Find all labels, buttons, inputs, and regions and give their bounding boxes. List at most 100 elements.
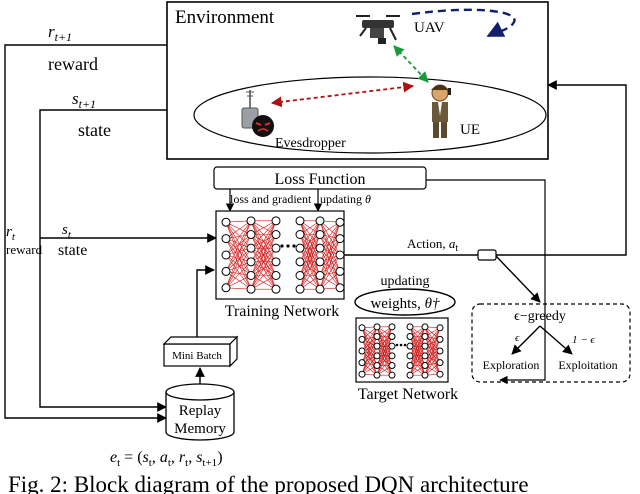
- network-node: [388, 342, 396, 350]
- replay-memory-cylinder: Replay Memory: [165, 383, 235, 441]
- network-edge: [424, 327, 441, 347]
- network-node: [295, 284, 305, 294]
- state-top-label: state: [78, 120, 111, 140]
- updating-label: updating: [381, 274, 430, 289]
- network-edge: [225, 220, 252, 239]
- network-edge: [250, 220, 277, 290]
- experience-tuple: et = (st, at, rt, st+1): [110, 449, 223, 469]
- network-node: [295, 216, 305, 226]
- environment-box: Environment UAV Evesdropper: [166, 1, 549, 160]
- network-edge: [225, 234, 252, 288]
- mini-batch-to-training-path: [196, 265, 215, 337]
- network-edge: [299, 220, 321, 249]
- uav-trajectory-arrow: [411, 8, 516, 38]
- network-edge: [319, 222, 341, 249]
- network-edge: [250, 220, 277, 276]
- network-edge: [424, 350, 441, 376]
- reward-next-path: [4, 44, 167, 423]
- exploitation-arrow: [539, 325, 573, 355]
- network-edge: [361, 345, 378, 363]
- uav-icon: [356, 15, 400, 44]
- weights-ellipse: [354, 288, 456, 316]
- network-edge: [424, 336, 441, 363]
- reward-top-label: reward: [48, 54, 98, 74]
- uav-label: UAV: [414, 20, 445, 36]
- network-edge: [250, 220, 277, 249]
- network-edge: [319, 254, 341, 290]
- network-edge: [376, 355, 393, 376]
- ue-label: UE: [460, 122, 480, 138]
- r-next-symbol: rt+1: [48, 22, 72, 44]
- figure-caption: Fig. 2: Block diagram of the proposed DQ…: [8, 472, 529, 494]
- network-node: [406, 323, 414, 331]
- s-next-symbol: st+1: [72, 89, 96, 111]
- network-edge: [424, 339, 441, 376]
- network-edge: [409, 326, 426, 356]
- network-edge: [361, 339, 378, 376]
- network-node: [271, 257, 281, 267]
- network-edge: [225, 220, 252, 256]
- network-node: [221, 283, 231, 293]
- one-minus-epsilon-label: 1 − ϵ: [572, 334, 595, 346]
- network-edge: [361, 336, 378, 375]
- environment-title: Environment: [175, 7, 275, 28]
- network-node: [436, 370, 444, 378]
- network-node: [436, 335, 444, 343]
- eavesdropper-label: Evesdropper: [275, 136, 346, 151]
- exploration-arrow: [511, 325, 541, 355]
- network-node: [421, 342, 429, 350]
- network-edge: [225, 261, 252, 289]
- network-edge: [319, 238, 341, 290]
- network-edge: [376, 326, 393, 347]
- epsilon-label: ϵ: [515, 332, 520, 344]
- reward-left-label: reward: [6, 242, 43, 257]
- network-edge: [250, 220, 277, 262]
- ue-icon: [431, 84, 451, 138]
- network-node: [246, 216, 256, 226]
- exploration-label: Exploration: [483, 358, 540, 372]
- network-edge: [225, 222, 252, 276]
- network-node: [221, 234, 231, 244]
- target-network-graph: [358, 323, 444, 379]
- network-node: [388, 323, 396, 331]
- network-node: [373, 362, 381, 369]
- network-node: [335, 234, 345, 244]
- network-node: [315, 257, 325, 267]
- network-edge: [319, 222, 341, 262]
- replay-label: Replay: [179, 403, 222, 419]
- network-edge: [319, 222, 341, 276]
- network-node: [421, 371, 429, 379]
- network-edge: [250, 261, 277, 290]
- network-node: [246, 284, 256, 294]
- network-node: [358, 335, 366, 343]
- network-edge: [225, 220, 252, 272]
- network-node: [373, 352, 381, 360]
- epsilon-greedy-title: ϵ−greedy: [514, 309, 566, 324]
- action-selector-box: [477, 249, 497, 261]
- loss-gradient-label: loss and gradient: [230, 192, 312, 206]
- network-edge: [319, 234, 341, 272]
- action-to-environment-path: [496, 80, 627, 256]
- network-node: [358, 324, 366, 332]
- network-node: [436, 324, 444, 332]
- network-edge: [250, 275, 277, 290]
- mini-batch-box: Mini Batch: [162, 335, 239, 368]
- network-edge: [225, 234, 252, 272]
- network-node: [315, 243, 325, 253]
- network-node: [421, 323, 429, 331]
- network-node: [335, 217, 345, 227]
- epsilon-greedy-box: ϵ−greedy ϵ 1 − ϵ Exploration Exploitatio…: [471, 303, 631, 383]
- state-next-path: [39, 109, 167, 412]
- training-network-label: Training Network: [225, 303, 340, 320]
- network-edge: [299, 220, 321, 276]
- network-edge: [409, 346, 426, 376]
- network-edge: [319, 220, 341, 256]
- network-node: [358, 347, 366, 355]
- network-edge: [299, 261, 321, 290]
- training-network-graph: [221, 216, 345, 294]
- network-edge: [376, 336, 393, 376]
- network-node: [335, 250, 345, 260]
- network-node: [373, 333, 381, 340]
- network-node: [221, 250, 231, 260]
